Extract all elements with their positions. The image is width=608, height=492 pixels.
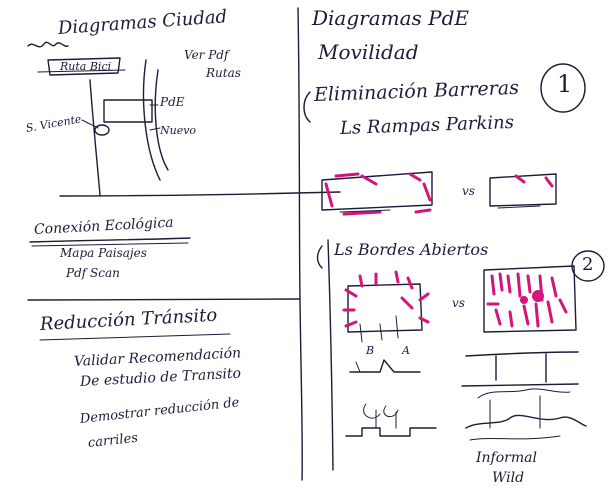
main-divider-line [297, 7, 303, 481]
bordes-sketch-1 [347, 283, 423, 333]
vs-label-1: vs [462, 184, 475, 198]
ruta-bici-box [47, 57, 121, 76]
diagramas-pde-heading: Diagramas PdE [312, 6, 470, 30]
ver-pdf-label: Ver Pdf [184, 48, 229, 62]
circle-2-number: 2 [582, 254, 594, 275]
mapa-paisajes-label: Mapa Paisajes [60, 246, 147, 260]
city-road-left [89, 79, 101, 196]
bordes-abiertos-label: Ls Bordes Abiertos [334, 240, 489, 259]
vs-label-2: vs [452, 296, 465, 310]
wild-label: Wild [492, 470, 525, 486]
circle-1-number: 1 [557, 70, 573, 98]
svicente-node [94, 124, 110, 136]
label-b: B [366, 344, 375, 357]
divider-left-1 [59, 191, 341, 197]
right-divider-line [327, 239, 334, 471]
rutas-label: Rutas [206, 66, 241, 80]
city-road-right [142, 59, 161, 181]
movilidad-heading: Movilidad [318, 40, 419, 64]
nuevo-label: Nuevo [160, 124, 197, 137]
pde-marker-label: PdE [160, 95, 185, 109]
city-block [103, 99, 153, 123]
rampa-sketch-2 [489, 173, 557, 207]
rampa-sketch-1 [321, 171, 433, 211]
circle-1-shape [540, 63, 586, 113]
label-a: A [402, 344, 410, 357]
informal-label: Informal [476, 450, 537, 466]
ruta-bici-label: Ruta Bici [60, 60, 112, 73]
scribble [27, 41, 69, 48]
city-road-right2 [154, 69, 169, 171]
pdf-scan-label: Pdf Scan [66, 266, 120, 280]
divider-left-2 [27, 298, 301, 301]
bordes-sketch-2 [483, 265, 577, 333]
